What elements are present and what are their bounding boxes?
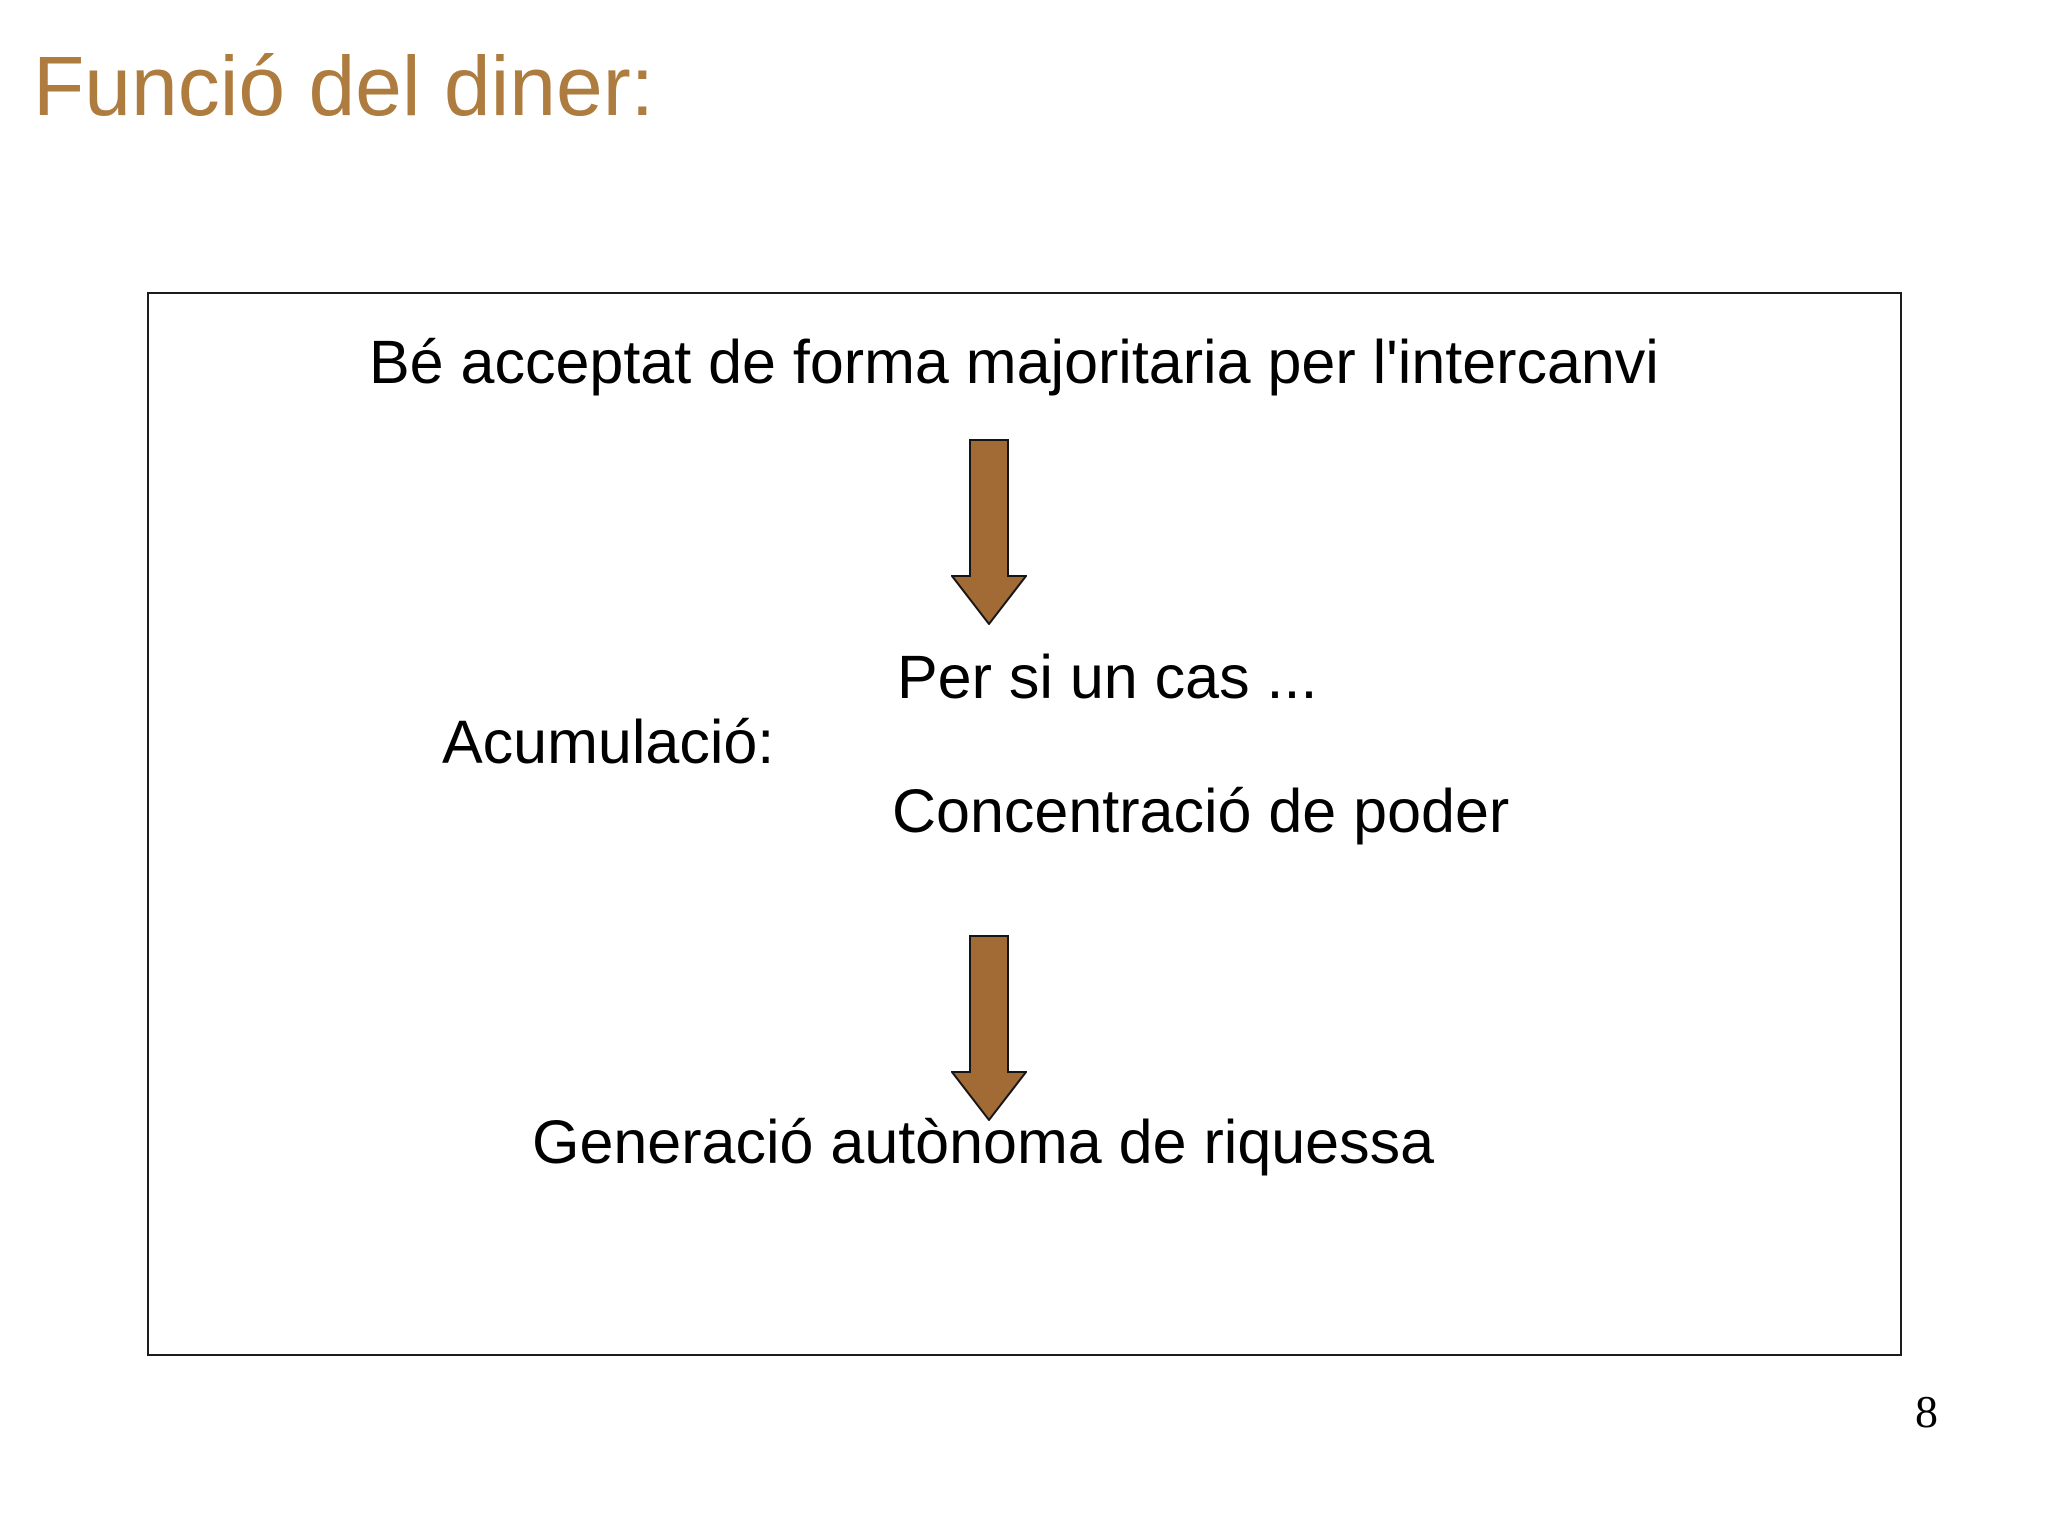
bottom-text: Generació autònoma de riquessa	[532, 1108, 1435, 1176]
down-arrow-shape	[951, 439, 1027, 625]
down-arrow-icon	[951, 935, 1027, 1121]
down-arrow-shape	[951, 935, 1027, 1121]
middle-label: Acumulació:	[442, 708, 775, 776]
down-arrow-icon	[951, 439, 1027, 625]
middle-option-1: Per si un cas ...	[897, 643, 1318, 711]
top-text: Bé acceptat de forma majoritaria per l'i…	[369, 328, 1659, 396]
page-number: 8	[1915, 1386, 1938, 1437]
slide-title: Funció del diner:	[33, 39, 655, 133]
middle-option-2: Concentració de poder	[892, 777, 1510, 845]
diagram-box: Bé acceptat de forma majoritaria per l'i…	[147, 292, 1902, 1356]
